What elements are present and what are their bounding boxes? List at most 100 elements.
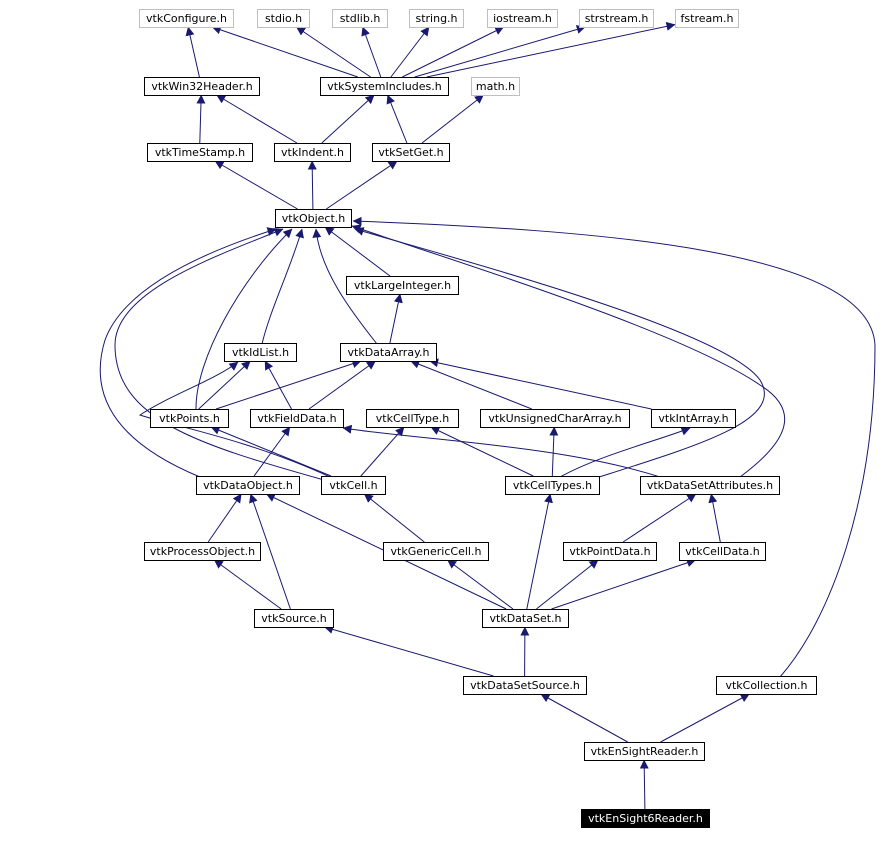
node-vtkCellData[interactable]: vtkCellData.h	[679, 542, 766, 561]
node-vtkEnSight6Reader[interactable]: vtkEnSight6Reader.h	[581, 809, 710, 828]
node-label: math.h	[476, 80, 515, 93]
node-label: vtkCellTypes.h	[513, 479, 592, 492]
node-vtkWin32Header[interactable]: vtkWin32Header.h	[144, 77, 260, 96]
edge-vtkFieldData-to-vtkDataArray	[308, 360, 376, 410]
node-box	[250, 409, 344, 428]
node-label: vtkSetGet.h	[378, 146, 443, 159]
edge-vtkSystemIncludes-to-strstream	[414, 25, 586, 78]
node-vtkUnsignedCharArray[interactable]: vtkUnsignedCharArray.h	[480, 409, 630, 428]
node-label: vtkFieldData.h	[257, 412, 336, 425]
node-vtkPoints[interactable]: vtkPoints.h	[150, 409, 229, 428]
node-box	[196, 476, 300, 495]
edge-vtkWin32Header-to-vtkConfigure	[185, 26, 200, 78]
edge-vtkCellTypes-to-vtkObject	[354, 227, 765, 479]
edge-vtkFieldData-to-vtkIdList	[264, 360, 292, 410]
edge-vtkTimeStamp-to-vtkWin32Header	[196, 94, 206, 144]
edge-vtkCell-to-vtkIdList	[138, 361, 331, 478]
node-label: vtkUnsignedCharArray.h	[488, 412, 621, 425]
node-vtkProcessObject[interactable]: vtkProcessObject.h	[144, 542, 261, 561]
node-vtkCellType[interactable]: vtkCellType.h	[366, 409, 459, 428]
edge-vtkUnsignedCharArray-to-vtkDataArray	[410, 359, 532, 410]
node-vtkSystemIncludes[interactable]: vtkSystemIncludes.h	[320, 77, 449, 96]
node-vtkCollection[interactable]: vtkCollection.h	[716, 676, 817, 695]
edge-vtkEnSightReader-to-vtkCollection	[660, 693, 750, 743]
node-vtkLargeInteger[interactable]: vtkLargeInteger.h	[346, 276, 459, 295]
edge-vtkEnSight6Reader-to-vtkEnSightReader	[639, 759, 649, 810]
node-vtkCellTypes[interactable]: vtkCellTypes.h	[505, 476, 600, 495]
edge-vtkGenericCell-to-vtkCell	[363, 493, 425, 543]
edge-vtkIdList-to-vtkObject	[261, 228, 304, 345]
node-box	[340, 343, 437, 362]
edge-vtkCell-to-vtkObject	[114, 228, 325, 481]
node-box	[584, 742, 705, 761]
node-box	[321, 476, 386, 495]
node-label: vtkWin32Header.h	[151, 80, 252, 93]
edge-vtkDataSet-to-vtkCellData	[551, 558, 696, 610]
node-vtkEnSightReader[interactable]: vtkEnSightReader.h	[584, 742, 705, 761]
node-box	[254, 609, 334, 628]
node-label: stdlib.h	[340, 12, 381, 25]
edge-vtkPointData-to-vtkDataSetAttributes	[622, 493, 697, 543]
edge-vtkPoints-to-vtkDataArray	[215, 359, 362, 410]
node-box	[487, 9, 558, 28]
node-vtkDataSet[interactable]: vtkDataSet.h	[482, 609, 569, 628]
node-vtkDataSetSource[interactable]: vtkDataSetSource.h	[463, 676, 587, 695]
node-vtkTimeStamp[interactable]: vtkTimeStamp.h	[147, 143, 253, 162]
node-vtkSource[interactable]: vtkSource.h	[254, 609, 334, 628]
edge-vtkObject-to-vtkSetGet	[326, 160, 398, 210]
node-vtkIndent[interactable]: vtkIndent.h	[274, 143, 351, 162]
edge-vtkDataSetAttributes-to-vtkFieldData	[342, 424, 661, 478]
edge-vtkDataSetAttributes-to-vtkObject	[351, 224, 786, 478]
node-box	[581, 809, 710, 828]
node-box	[150, 409, 229, 428]
edge-vtkCellData-to-vtkDataSetAttributes	[708, 493, 721, 543]
node-label: vtkPointData.h	[569, 545, 650, 558]
node-vtkGenericCell[interactable]: vtkGenericCell.h	[383, 542, 489, 561]
node-string: string.h	[409, 9, 464, 28]
edge-vtkCellTypes-to-vtkUnsignedCharArray	[549, 426, 559, 477]
node-box	[332, 9, 388, 28]
node-vtkPointData[interactable]: vtkPointData.h	[563, 542, 657, 561]
edge-vtkSetGet-to-math	[421, 94, 484, 144]
node-box	[144, 542, 261, 561]
node-label: vtkDataSetSource.h	[470, 679, 580, 692]
node-label: vtkCellData.h	[685, 545, 760, 558]
node-label: iostream.h	[493, 12, 552, 25]
node-vtkIdList[interactable]: vtkIdList.h	[224, 343, 297, 362]
node-box	[320, 77, 449, 96]
edge-vtkSource-to-vtkDataObject	[249, 493, 291, 610]
node-vtkDataObject[interactable]: vtkDataObject.h	[196, 476, 300, 495]
node-vtkObject[interactable]: vtkObject.h	[275, 209, 352, 228]
node-label: vtkProcessObject.h	[150, 545, 255, 558]
node-vtkDataArray[interactable]: vtkDataArray.h	[340, 343, 437, 362]
node-box	[505, 476, 600, 495]
node-label: vtkDataSetAttributes.h	[647, 479, 773, 492]
node-vtkDataSetAttributes[interactable]: vtkDataSetAttributes.h	[640, 476, 780, 495]
node-box	[383, 542, 489, 561]
node-label: vtkTimeStamp.h	[155, 146, 245, 159]
node-box	[471, 77, 520, 96]
edge-vtkPoints-to-vtkIdList	[198, 360, 251, 410]
node-box	[675, 9, 739, 28]
edge-vtkSystemIncludes-to-string	[390, 26, 430, 78]
node-box	[651, 409, 736, 428]
node-label: vtkCellType.h	[376, 412, 450, 425]
node-label: fstream.h	[681, 12, 734, 25]
node-label: strstream.h	[585, 12, 649, 25]
node-box	[139, 9, 234, 28]
node-vtkCell[interactable]: vtkCell.h	[321, 476, 386, 495]
node-vtkIntArray[interactable]: vtkIntArray.h	[651, 409, 736, 428]
node-label: vtkPoints.h	[159, 412, 220, 425]
edge-vtkDataSetSource-to-vtkSource	[324, 625, 494, 677]
node-vtkSetGet[interactable]: vtkSetGet.h	[372, 143, 450, 162]
edge-vtkProcessObject-to-vtkDataObject	[207, 493, 242, 543]
edge-vtkDataArray-to-vtkObject	[312, 228, 378, 345]
node-vtkFieldData[interactable]: vtkFieldData.h	[250, 409, 344, 428]
node-label: vtkEnSight6Reader.h	[588, 812, 703, 825]
node-box	[409, 9, 464, 28]
node-label: vtkObject.h	[282, 212, 346, 225]
edge-vtkSetGet-to-vtkSystemIncludes	[386, 94, 408, 144]
node-box	[563, 542, 657, 561]
edge-vtkDataSet-to-vtkGenericCell	[447, 559, 514, 610]
